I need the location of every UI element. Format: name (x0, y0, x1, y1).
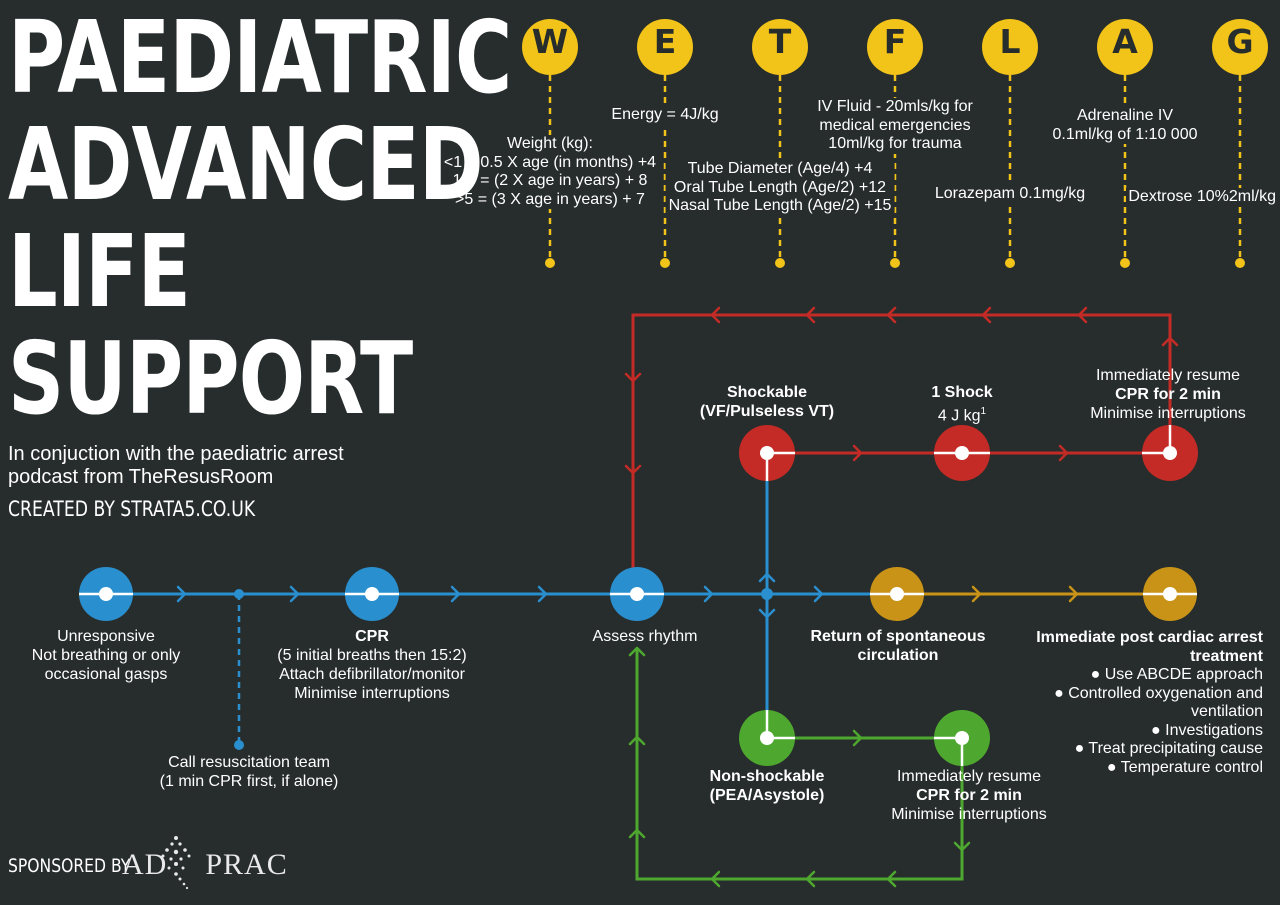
label-rosc: Return of spontaneous circulation (810, 628, 986, 664)
wetflag-adrenaline-text: Adrenaline IV 0.1ml/kg of 1:10 000 (1049, 107, 1201, 144)
wetflag-fluid-text: IV Fluid - 20mls/kg for medical emergenc… (814, 98, 976, 154)
wetflag-energy-text: Energy = 4J/kg (608, 106, 722, 125)
red-arrows (624, 306, 1179, 475)
green-arrows (628, 646, 971, 888)
red-loop-lines (631, 313, 1172, 594)
wetflag-circle-f (867, 19, 923, 75)
title-line-3: LIFE (8, 213, 191, 330)
wetflag-letter-a: A (1112, 22, 1138, 61)
post-item: ● Controlled oxygenation and (1054, 684, 1263, 702)
wetflag-letter-g: G (1226, 22, 1254, 61)
wetflag-circle-t (752, 19, 808, 75)
label-resume-bottom: Immediately resume CPR for 2 min Minimis… (891, 768, 1047, 823)
wetflag-letter-f: F (883, 22, 907, 61)
label-shock: 1 Shock 4 J kg1 (931, 384, 993, 425)
blue-arrows (176, 572, 824, 619)
sponsor-star-icon (161, 836, 191, 890)
title-line-1: PAEDIATRIC (8, 0, 512, 116)
label-resume-top: Immediately resume CPR for 2 min Minimis… (1090, 367, 1246, 422)
sponsor-logo-right: PRAC (205, 848, 288, 881)
subtitle: In conjuction with the paediatric arrest… (8, 443, 344, 488)
sponsored-by-label: SPONSORED BY (8, 855, 131, 877)
wetflag-tube-text: Tube Diameter (Age/4) +4 Oral Tube Lengt… (665, 160, 895, 216)
label-unresponsive: Unresponsive Not breathing or only occas… (31, 628, 181, 683)
created-by: CREATED BY STRATA5.CO.UK (8, 497, 256, 521)
wetflag-circle-w (522, 19, 578, 75)
gold-arrows (971, 585, 1079, 603)
wetflag-stems (548, 75, 1242, 263)
wetflag-letter-l: L (999, 22, 1021, 61)
title-line-4: SUPPORT (8, 320, 413, 437)
wetflag-letter-t: T (768, 22, 792, 61)
post-item: ● Temperature control (1106, 758, 1263, 776)
blue-main-line (106, 453, 897, 738)
wetflag-circle-g (1212, 19, 1268, 75)
sponsor-logo: AD PRAC (122, 848, 288, 882)
label-non-shockable: Non-shockable (PEA/Asystole) (709, 768, 825, 804)
wetflag-circle-a (1097, 19, 1153, 75)
wetflag-circles (522, 19, 1268, 75)
label-shockable: Shockable (VF/Pulseless VT) (699, 384, 835, 420)
post-item: ● Investigations (1151, 721, 1263, 739)
wetflag-end-dots (545, 258, 1245, 268)
post-item: ventilation (1190, 703, 1263, 720)
post-item: ● Use ABCDE approach (1090, 666, 1263, 683)
label-post-arrest: Immediate post cardiac arrest treatment … (1036, 629, 1263, 776)
node-center-dots (99, 446, 1177, 745)
title-line-2: ADVANCED (8, 106, 484, 223)
label-call-team: Call resuscitation team (1 min CPR first… (159, 754, 339, 790)
wetflag-letter-e: E (653, 22, 677, 61)
wetflag-letter-w: W (531, 22, 569, 61)
blue-junction-dots (234, 588, 773, 750)
label-assess-rhythm: Assess rhythm (592, 628, 698, 645)
wetflag-circle-l (982, 19, 1038, 75)
post-item: ● Treat precipitating cause (1074, 740, 1263, 757)
green-loop-lines (635, 648, 964, 881)
wetflag-circle-e (637, 19, 693, 75)
wetflag-dextrose-text: Dextrose 10%2ml/kg (1126, 188, 1278, 207)
label-cpr: CPR (5 initial breaths then 15:2) Attach… (277, 628, 467, 702)
wetflag-lorazepam-text: Lorazepam 0.1mg/kg (931, 185, 1089, 204)
sponsor-logo-left: AD (122, 848, 168, 881)
wetflag-weight-text: Weight (kg): <1 = 0.5 X age (in months) … (440, 135, 660, 209)
